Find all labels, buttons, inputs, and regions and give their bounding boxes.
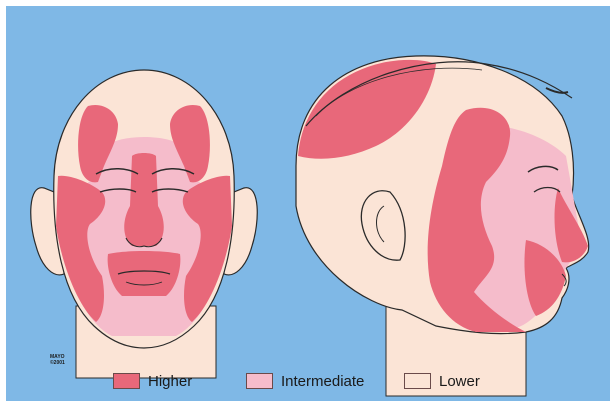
face-zones-illustration <box>6 6 610 401</box>
credit-line-2: ©2001 <box>50 360 65 366</box>
legend-swatch-lower <box>404 373 431 389</box>
illustration-frame: MAYO ©2001 Higher Intermediate Lower <box>6 6 610 401</box>
legend-label-lower: Lower <box>439 373 480 390</box>
legend-item-intermediate: Intermediate <box>246 371 364 391</box>
legend-item-higher: Higher <box>113 371 192 391</box>
legend-item-lower: Lower <box>404 371 480 391</box>
legend-swatch-intermediate <box>246 373 273 389</box>
front-view-head <box>31 70 258 378</box>
legend-swatch-higher <box>113 373 140 389</box>
credit-mark: MAYO ©2001 <box>50 354 65 366</box>
legend-label-intermediate: Intermediate <box>281 373 364 390</box>
legend-label-higher: Higher <box>148 373 192 390</box>
profile-view-head <box>296 56 589 396</box>
